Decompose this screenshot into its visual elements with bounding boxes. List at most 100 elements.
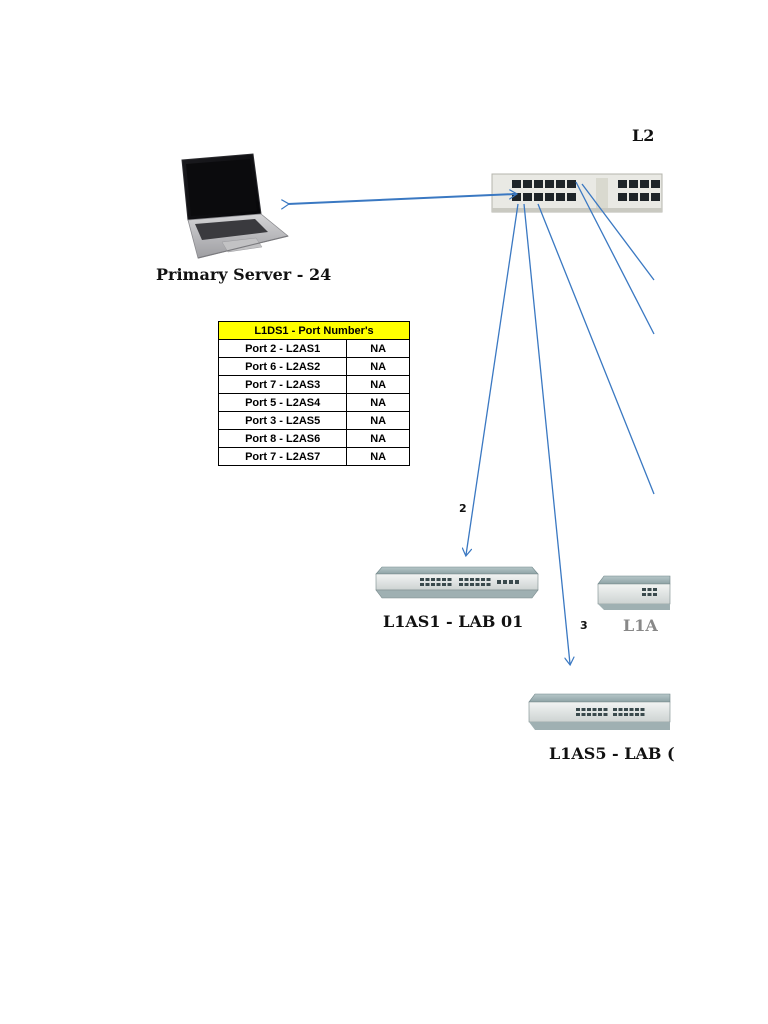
port: [534, 180, 543, 188]
port: [624, 713, 628, 716]
primary-server-label: Primary Server - 24: [156, 265, 332, 284]
port: [420, 578, 424, 581]
link-core-right-1[interactable]: [537, 203, 655, 495]
port: [647, 588, 652, 591]
port: [613, 713, 617, 716]
port: [503, 580, 507, 584]
port: [459, 578, 463, 581]
port: [447, 583, 452, 586]
port: [497, 580, 501, 584]
table-row: Port 6 - L2AS2 NA: [217, 357, 410, 376]
port: [598, 708, 602, 711]
port: [618, 708, 623, 711]
port: [640, 180, 649, 188]
table-row: Port 5 - L2AS4 NA: [217, 393, 410, 412]
access-switch-5-icon[interactable]: [528, 693, 671, 730]
port: [640, 713, 645, 716]
port: [481, 578, 485, 581]
port: [436, 578, 441, 581]
link-server-core[interactable]: [288, 194, 516, 204]
port-cell: Port 2 - L2AS1: [217, 339, 348, 358]
table-row: Port 7 - L2AS7 NA: [217, 447, 410, 466]
port: [486, 578, 491, 581]
port: [486, 583, 491, 586]
port: [515, 580, 519, 584]
port: [475, 583, 480, 586]
port-number-table: L1DS1 - Port Number's Port 2 - L2AS1 NA …: [217, 321, 410, 466]
status-cell: NA: [346, 447, 410, 466]
port: [592, 713, 597, 716]
diagram-canvas: Primary Server - 24 L2 L1AS1 - LAB 01 L1…: [156, 126, 675, 763]
port: [618, 180, 627, 188]
port: [613, 708, 617, 711]
status-cell: NA: [346, 357, 410, 376]
port: [442, 578, 446, 581]
port: [420, 583, 424, 586]
core-switch-icon[interactable]: [491, 173, 663, 213]
access-switch-partial-label: L1A: [623, 616, 658, 635]
port: [545, 193, 554, 201]
port: [567, 180, 576, 188]
port-cell: Port 7 - L2AS3: [217, 375, 348, 394]
port: [576, 708, 580, 711]
laptop-icon[interactable]: [181, 153, 289, 259]
link-label-as1: 2: [459, 502, 467, 515]
port: [618, 713, 623, 716]
access-switch-partial-ports: [642, 588, 657, 596]
port: [618, 193, 627, 201]
port: [464, 578, 469, 581]
access-switch-5-ports: [576, 708, 645, 716]
status-cell: NA: [346, 375, 410, 394]
port: [464, 583, 469, 586]
port: [629, 713, 634, 716]
port: [581, 708, 586, 711]
access-switch-1-label: L1AS1 - LAB 01: [383, 612, 524, 631]
link-core-as1[interactable]: [466, 203, 519, 555]
port: [425, 578, 430, 581]
port: [629, 193, 638, 201]
link-core-right-3[interactable]: [581, 183, 655, 281]
port: [642, 588, 646, 591]
access-switch-partial-icon[interactable]: [597, 575, 671, 610]
port: [635, 713, 639, 716]
port: [470, 578, 474, 581]
access-switch-1-icon[interactable]: [375, 566, 539, 599]
port: [447, 578, 452, 581]
port: [512, 180, 521, 188]
port: [481, 583, 485, 586]
port: [567, 193, 576, 201]
port: [642, 593, 646, 596]
status-cell: NA: [346, 411, 410, 430]
port: [629, 708, 634, 711]
port: [523, 180, 532, 188]
port: [475, 578, 480, 581]
port-cell: Port 8 - L2AS6: [217, 429, 348, 448]
port: [640, 708, 645, 711]
port: [431, 583, 435, 586]
port: [651, 180, 660, 188]
link-label-as5: 3: [580, 619, 588, 632]
port: [653, 588, 657, 591]
port: [651, 193, 660, 201]
link-core-as5[interactable]: [523, 203, 570, 664]
port-cell: Port 5 - L2AS4: [217, 393, 348, 412]
port-cell: Port 7 - L2AS7: [217, 447, 348, 466]
port: [470, 583, 474, 586]
port: [640, 193, 649, 201]
access-switch-1-ports: [420, 578, 519, 586]
port: [598, 713, 602, 716]
port: [509, 580, 513, 584]
port: [431, 578, 435, 581]
port-cell: Port 3 - L2AS5: [217, 411, 348, 430]
port: [624, 708, 628, 711]
table-row: Port 8 - L2AS6 NA: [217, 429, 410, 448]
port: [653, 593, 657, 596]
core-switch-label: L2: [632, 126, 655, 145]
port: [581, 713, 586, 716]
port: [629, 180, 638, 188]
port: [425, 583, 430, 586]
links: [288, 181, 655, 664]
link-core-right-2[interactable]: [575, 181, 655, 335]
port: [436, 583, 441, 586]
